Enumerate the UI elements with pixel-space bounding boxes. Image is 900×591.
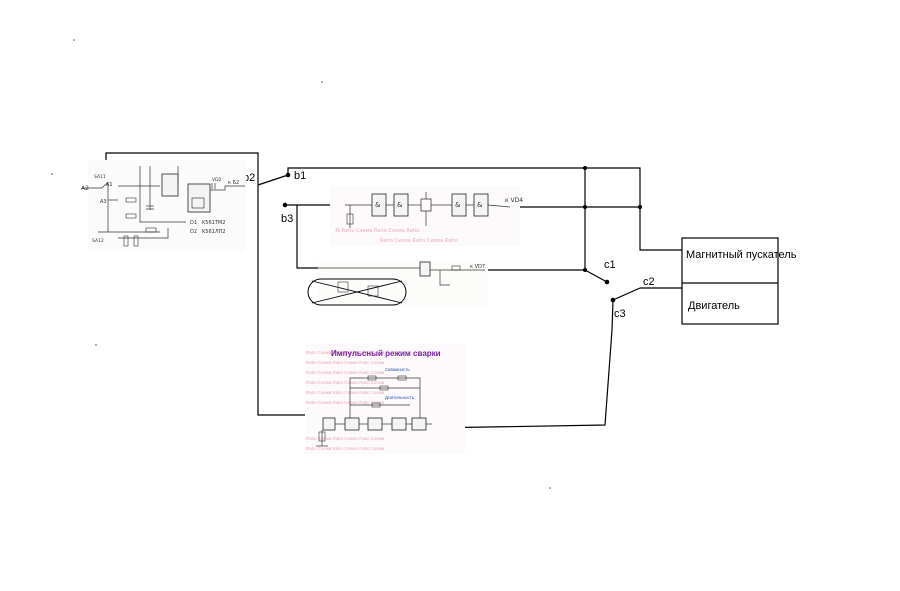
svg-text:&: & xyxy=(375,201,381,209)
label-to-b2: к Б2 xyxy=(228,180,239,186)
label-b2: b2 xyxy=(243,172,255,184)
label-to-vd4: к VD4 xyxy=(505,197,523,204)
terminal-c1 xyxy=(604,279,610,285)
label-to-vd7: к VD7 xyxy=(470,264,485,270)
label-b3: b3 xyxy=(281,213,293,225)
label-c3: c3 xyxy=(614,308,626,320)
svg-text:&: & xyxy=(397,201,403,209)
terminal-b1 xyxy=(285,172,291,178)
wire-c1 xyxy=(584,269,608,283)
label-d2: D2 xyxy=(190,229,197,235)
label-c1: c1 xyxy=(604,259,616,271)
svg-text:Ratio Схема Ratio Схема Ratio: Ratio Схема Ratio Схема Ratio Схема xyxy=(306,400,385,405)
junction-top xyxy=(583,166,587,170)
starter-motor-box: Магнитный пускатель Двигатель xyxy=(681,237,797,325)
label-b1: b1 xyxy=(294,170,306,182)
switch-c-arm xyxy=(612,287,641,301)
switch-b-arm xyxy=(257,174,289,186)
label-d1: D1 xyxy=(190,220,197,226)
junction-c1 xyxy=(583,268,587,272)
svg-text:Ratio Схема Ratio Схема Ratio: Ratio Схема Ratio Схема Ratio Схема xyxy=(306,390,385,395)
pulse-dur-label: Длительность xyxy=(385,395,415,400)
junction-mid xyxy=(583,205,587,209)
svg-text:Ratio Схема Ratio Схема Ratio: Ratio Схема Ratio Схема Ratio Схема xyxy=(306,350,385,355)
terminal-c3 xyxy=(610,297,616,303)
svg-text:Ratio Схема Ratio Схема Ratio: Ratio Схема Ratio Схема Ratio xyxy=(380,238,458,244)
svg-text:Ratio Схема Ratio Схема Ratio: Ratio Схема Ratio Схема Ratio Схема xyxy=(306,380,385,385)
label-sa12: SA12 xyxy=(92,238,104,244)
terminal-b3 xyxy=(282,202,288,208)
svg-text:⁂ Ratio Схема Ratio Схема Rat: ⁂ Ratio Схема Ratio Схема Ratio xyxy=(335,227,419,234)
main-wires xyxy=(105,152,682,429)
svg-text:Ratio Схема Ratio Схема Ratio: Ratio Схема Ratio Схема Ratio Схема xyxy=(306,446,385,451)
wire-c3-to-pulse xyxy=(429,299,614,429)
block-d-pulse: Ratio Схема Ratio Схема Ratio Схема Rati… xyxy=(305,344,465,454)
motor-label: Двигатель xyxy=(688,300,740,312)
svg-text:&: & xyxy=(455,201,461,209)
svg-text:Ratio Схема Ratio Схема Ratio: Ratio Схема Ratio Схема Ratio Схема xyxy=(306,360,385,365)
label-a1: A1 xyxy=(106,182,113,188)
label-vd2: VD2 xyxy=(212,177,222,183)
block-b-logic: ⁂ Ratio Схема Ratio Схема Ratio Ratio Сх… xyxy=(330,186,523,246)
label-d2-part: K561ЛП2 xyxy=(202,229,226,235)
svg-text:&: & xyxy=(477,201,483,209)
junction-blockB xyxy=(638,205,642,209)
label-a2: A2 xyxy=(81,185,89,192)
svg-text:Ratio Схема Ratio Схема Ratio: Ratio Схема Ratio Схема Ratio Схема xyxy=(306,370,385,375)
pulse-freq-label: Скважность xyxy=(385,367,410,372)
block-c-crossed: к VD7 xyxy=(307,260,488,306)
starter-label: Магнитный пускатель xyxy=(686,249,797,261)
label-c2: c2 xyxy=(643,276,655,288)
block-a-schematic: A2 A1 A3 SA11 SA12 D1 K561TM2 D2 K561ЛП2… xyxy=(81,160,246,252)
wire-b3-to-blockC xyxy=(296,205,318,269)
label-d1-part: K561TM2 xyxy=(202,220,225,226)
label-a3: A3 xyxy=(100,199,107,205)
pulse-title: Импульсный режим сварки xyxy=(331,349,441,358)
label-sa11: SA11 xyxy=(94,174,106,180)
wire-b1-to-starter xyxy=(287,167,682,251)
svg-text:Ratio Схема Ratio Схема Ratio: Ratio Схема Ratio Схема Ratio Схема xyxy=(306,436,385,441)
